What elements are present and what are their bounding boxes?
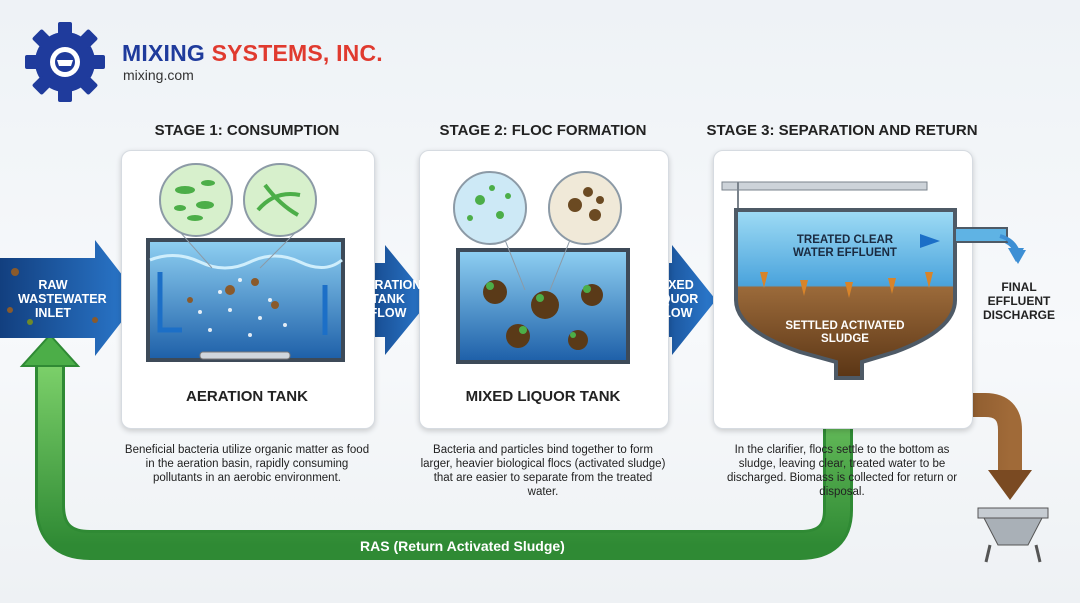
stage-2-title: STAGE 2: FLOC FORMATION	[439, 122, 647, 139]
was-label: WAS	[912, 391, 944, 407]
stage-2-description: Bacteria and particles bind together to …	[420, 444, 666, 498]
gear-mixer-logo-icon	[25, 22, 105, 102]
brand-url: mixing.com	[123, 67, 194, 83]
mixed-liquor-flow-label: MIXED LIQUOR FLOW	[649, 278, 699, 320]
brand-name-part2: SYSTEMS, INC.	[211, 40, 383, 66]
final-effluent-label: FINAL EFFLUENT DISCHARGE	[982, 280, 1055, 322]
stage-1-title: STAGE 1: CONSUMPTION	[154, 122, 340, 139]
was-full-label: (Waste Activated Sludge)	[857, 405, 971, 416]
aeration-tank-flow-label: AERATION TANK FLOW	[357, 278, 422, 320]
mixed-liquor-tank-label: MIXED LIQUOR TANK	[465, 388, 621, 405]
stage-3-description: In the clarifier, flocs settle to the bo…	[726, 444, 958, 498]
stage-3-title: STAGE 3: SEPARATION AND RETURN	[706, 122, 978, 139]
stage-1-description: Beneficial bacteria utilize organic matt…	[124, 444, 370, 484]
brand-name-part1: MIXING	[122, 40, 205, 66]
raw-wastewater-inlet-label: RAW WASTEWATER INLET	[18, 278, 107, 320]
brand-name: MIXING SYSTEMS, INC.	[122, 40, 383, 67]
treated-water-label: TREATED CLEAR WATER EFFLUENT	[793, 234, 897, 259]
settled-sludge-label: SETTLED ACTIVATED SLUDGE	[785, 320, 905, 345]
ras-return-pipe	[19, 333, 853, 560]
disposal-hopper-icon	[977, 507, 1049, 563]
aeration-tank-label: AERATION TANK	[186, 388, 308, 405]
ras-label: RAS (Return Activated Sludge)	[360, 538, 565, 554]
raw-wastewater-inlet-arrow	[0, 240, 140, 356]
